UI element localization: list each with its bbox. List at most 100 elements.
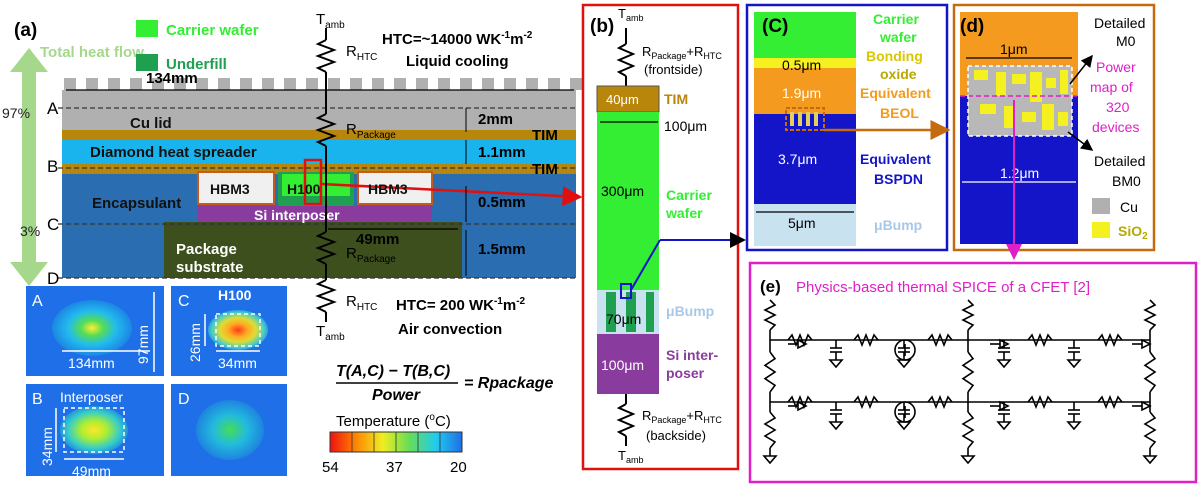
- cooling-fin: [372, 78, 384, 90]
- spice-ground-symbol: [828, 359, 844, 369]
- dim-134-label: 134mm: [146, 70, 198, 87]
- map-b-label: B: [32, 391, 43, 408]
- panel-e-label: (e): [760, 277, 781, 296]
- colorbar-ticks: [351, 432, 441, 452]
- cooling-fin: [64, 78, 76, 90]
- spice-resistor: [1143, 351, 1157, 393]
- d-dim-1-2: 1.2μm: [1000, 165, 1039, 181]
- map-d-label: D: [178, 391, 190, 408]
- map-c-label: C: [178, 293, 190, 310]
- pct-3: 3%: [20, 223, 40, 239]
- map-c-width: 34mm: [218, 355, 257, 371]
- dim-2mm: 2mm: [478, 111, 513, 128]
- panel-a: (a) Total heat flow 97% 3% Carrier wafer…: [2, 11, 583, 479]
- b-resistor-top: [616, 28, 636, 86]
- cooling-fin: [218, 78, 230, 90]
- spice-ground-symbol: [1066, 421, 1082, 431]
- cooling-fin: [240, 78, 252, 90]
- spice-ground-symbol: [828, 421, 844, 431]
- map-a-width: 134mm: [68, 355, 115, 371]
- cooling-fin: [130, 78, 142, 90]
- legend-underfill-label: Underfill: [166, 56, 227, 73]
- spice-resistor: [853, 332, 879, 348]
- si-interposer-label: Si interposer: [254, 207, 340, 223]
- colorbar-mid-label: 37: [386, 459, 403, 476]
- panel-c: (C) Carrier wafer Bonding oxide 0.5μm 1.…: [745, 3, 951, 252]
- map-c-height: 26mm: [187, 323, 203, 362]
- spice-resistor: [1143, 411, 1157, 449]
- b-backside: (backside): [646, 428, 706, 443]
- cooling-fin: [86, 78, 98, 90]
- equation-rhs: = Rpackage: [464, 375, 553, 392]
- colorbar-min-label: 54: [322, 459, 339, 476]
- dim-49-label: 49mm: [356, 231, 399, 248]
- b-width-label: 100μm: [664, 118, 707, 134]
- thermal-map-b: [26, 384, 164, 476]
- line-label-a: A: [47, 99, 59, 118]
- thermal-spice-network: [762, 299, 1158, 465]
- c-zoom-box: [785, 107, 825, 131]
- b-bump-thickness: 70μm: [606, 311, 641, 327]
- r-package-bottom: RPackage: [346, 245, 396, 265]
- t-amb-bottom: Tamb: [316, 323, 345, 343]
- b-si-label-1: Si inter-: [666, 347, 718, 363]
- liquid-cooling-label: Liquid cooling: [406, 53, 508, 70]
- spice-resistor: [927, 394, 953, 410]
- c-dim-3-7: 3.7μm: [778, 151, 817, 167]
- dim-1-5mm: 1.5mm: [478, 241, 526, 258]
- legend-underfill-swatch: [136, 54, 158, 71]
- si-interposer-layer: [198, 206, 432, 222]
- d-bm0-label-1: Detailed: [1094, 153, 1145, 169]
- cooling-fin: [548, 78, 560, 90]
- panel-a-label: (a): [14, 20, 37, 41]
- d-power-label-3: 320: [1106, 99, 1130, 115]
- panel-d: (d) 1μm Detailed M0 Power map of 320 dev…: [952, 3, 1156, 260]
- cooling-fin: [306, 78, 318, 90]
- spice-ground-symbol: [996, 421, 1012, 431]
- spice-transistor-symbol: [797, 400, 808, 412]
- colorbar-max-label: 20: [450, 459, 467, 476]
- cu-lid-label: Cu lid: [130, 115, 172, 132]
- t-amb-top: Tamb: [316, 11, 345, 31]
- spice-resistor: [853, 394, 879, 410]
- d-cu-label: Cu: [1120, 199, 1138, 215]
- d-sio2-pattern: [974, 70, 1068, 130]
- spice-transistor-symbol: [797, 338, 808, 350]
- tim-label-1: TIM: [532, 127, 558, 144]
- b-r-top: RPackage+RHTC: [642, 44, 722, 61]
- reference-lines: [58, 107, 576, 279]
- c-bump-layer: [754, 204, 856, 246]
- spice-resistor: [787, 394, 813, 410]
- equation-denominator: Power: [372, 387, 421, 404]
- dim-0-5mm: 0.5mm: [478, 194, 526, 211]
- spice-resistor: [1027, 394, 1053, 410]
- map-b-height: 34mm: [39, 427, 55, 466]
- cooling-fin: [570, 78, 582, 90]
- package-substrate-label-2: substrate: [176, 259, 244, 276]
- panel-b-label: (b): [590, 16, 614, 37]
- heat-flow-label: Total heat flow: [40, 44, 144, 61]
- spice-ground-symbol: [960, 455, 976, 465]
- d-cu-swatch: [1092, 198, 1110, 214]
- spice-transistor-symbol: [999, 338, 1010, 350]
- map-b-title: Interposer: [60, 389, 123, 405]
- panel-d-border: [952, 3, 1156, 252]
- map-a-label: A: [32, 293, 43, 310]
- spice-resistor: [961, 299, 975, 331]
- spice-resistor: [763, 411, 777, 449]
- spice-resistor: [1097, 394, 1123, 410]
- legend-carrier-label: Carrier wafer: [166, 22, 259, 39]
- b-carrier-label-1: Carrier: [666, 187, 712, 203]
- b-si-thickness: 100μm: [601, 357, 644, 373]
- spice-resistor: [961, 411, 975, 449]
- b-si-label-2: poser: [666, 365, 705, 381]
- package-substrate-label-1: Package: [176, 241, 237, 258]
- b-carrier-layer: [597, 112, 659, 290]
- c-beol-label-1: Equivalent: [860, 85, 931, 101]
- b-t-amb-top: Tamb: [618, 6, 643, 23]
- b-interposer-layer: [597, 334, 659, 394]
- b-frontside: (frontside): [644, 62, 703, 77]
- spice-ground-symbol: [762, 455, 778, 465]
- cooling-fin: [174, 78, 186, 90]
- cooling-fin: [416, 78, 428, 90]
